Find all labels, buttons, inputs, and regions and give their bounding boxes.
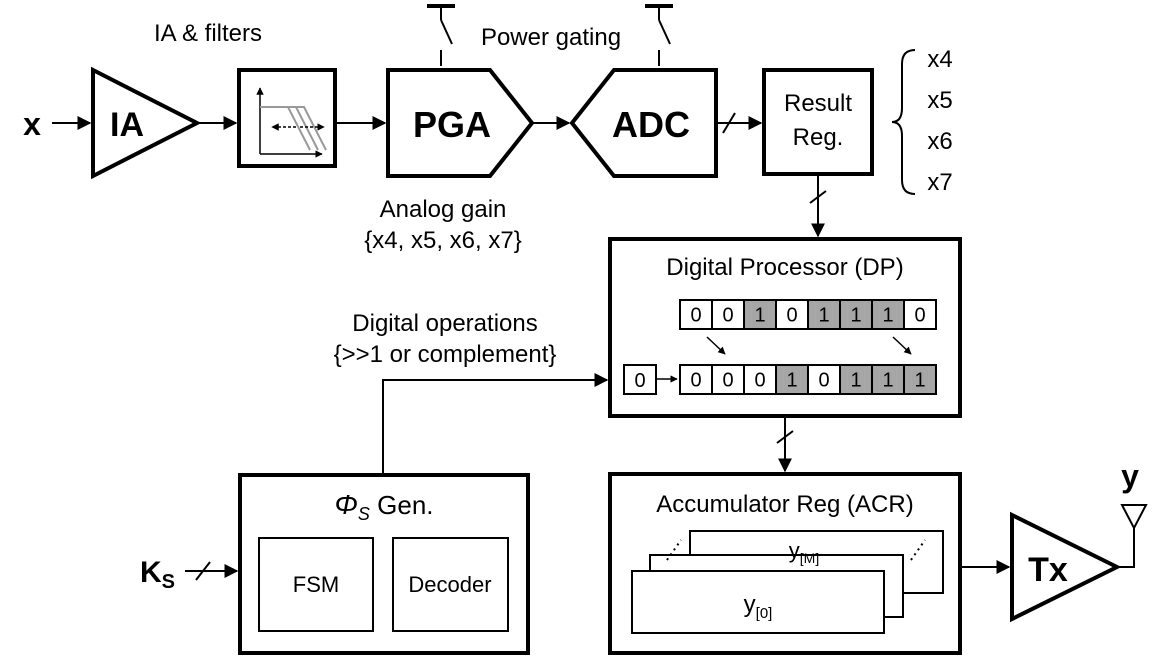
gain-option-list: x4 x5 x6 x7: [927, 46, 952, 196]
bit-value: 1: [882, 370, 893, 392]
bit-value: 1: [882, 305, 893, 327]
adc-bus-slash-icon: [722, 112, 736, 134]
acr-y0-label: y[0]: [744, 591, 773, 622]
bit-value: 0: [914, 305, 925, 327]
shift-in-bit: 0: [634, 370, 645, 392]
decoder-block: [392, 537, 509, 632]
gain-option: x7: [927, 169, 952, 196]
pga-power-switch-icon: [427, 4, 455, 66]
pga-label: PGA: [413, 104, 491, 145]
bit-value: 1: [850, 305, 861, 327]
input-x-label: x: [23, 106, 41, 142]
shift-arrow-left: [706, 336, 726, 355]
tx-label: Tx: [1028, 551, 1068, 589]
bit-value: 0: [754, 370, 765, 392]
filter-response-icon: [256, 87, 327, 158]
acr-register-front: [631, 570, 885, 634]
output-y-label: y: [1121, 458, 1139, 494]
bit-value: 0: [786, 305, 797, 327]
adc-block: ADC: [569, 68, 718, 178]
ia-label: IA: [110, 106, 144, 144]
bit-value: 1: [754, 305, 765, 327]
bit-value: 1: [850, 370, 861, 392]
bit-value: 1: [914, 370, 925, 392]
reg-bus-slash-icon: [809, 190, 827, 204]
gain-option: x4: [927, 46, 952, 73]
ops-set-label: {>>1 or complement}: [334, 341, 557, 368]
acr-title: Accumulator Reg (ACR): [656, 491, 913, 518]
bit-cell: [775, 364, 809, 395]
bit-cell: [807, 364, 841, 395]
result-reg-line1: Result: [784, 90, 852, 117]
pga-block: PGA: [386, 68, 535, 178]
gain-set-label: {x4, x5, x6, x7}: [364, 227, 521, 254]
gain-brace-icon: [891, 49, 916, 195]
power-gating-label: Power gating: [481, 24, 621, 51]
bit-cell: [903, 299, 937, 330]
gain-option: x5: [927, 87, 952, 114]
dp-shift-in-cell: 0: [623, 364, 657, 395]
bit-cell: [871, 364, 905, 395]
bit-cell: [903, 364, 937, 395]
bit-value: 0: [818, 370, 829, 392]
decoder-label: Decoder: [408, 572, 491, 597]
fsm-block: [258, 537, 374, 632]
filter-block: [237, 68, 337, 168]
ks-input-label: KS: [140, 556, 175, 593]
bit-value: 0: [722, 370, 733, 392]
ia-amplifier: IA: [91, 66, 202, 180]
acr-ellipsis-right-icon: [910, 539, 926, 561]
result-reg-line2: Reg.: [793, 124, 844, 151]
shift-arrow-right: [892, 336, 912, 355]
adc-label: ADC: [612, 104, 690, 145]
adc-power-switch-icon: [645, 4, 673, 66]
bit-value: 0: [690, 370, 701, 392]
bit-value: 0: [690, 305, 701, 327]
bit-value: 1: [786, 370, 797, 392]
ks-bus-slash-icon: [195, 561, 211, 581]
phi-gen-title: ΦS Gen.: [334, 489, 433, 524]
phi-to-dp-wire: [382, 373, 609, 475]
result-reg-block: Result Reg.: [762, 68, 874, 176]
analog-gain-label: Analog gain: [380, 196, 507, 223]
bit-value: 0: [722, 305, 733, 327]
antenna-icon: [1117, 504, 1148, 568]
bit-cell: [775, 299, 809, 330]
phi-gen-block: ΦS Gen. FSM Decoder: [238, 473, 530, 655]
digital-ops-label: Digital operations: [352, 310, 537, 337]
dp-title: Digital Processor (DP): [666, 254, 903, 281]
tx-amplifier: Tx: [1010, 511, 1122, 623]
bit-cell: [839, 299, 873, 330]
bit-cell: [807, 299, 841, 330]
dp-bus-slash-icon: [776, 430, 794, 444]
bit-value: 1: [818, 305, 829, 327]
acr-ellipsis-left-icon: [666, 539, 682, 561]
ia-filters-label: IA & filters: [154, 20, 262, 47]
acr-block: Accumulator Reg (ACR) y[M] y[0]: [608, 472, 962, 655]
acr-ym-label: y[M]: [789, 538, 819, 566]
fsm-label: FSM: [293, 572, 339, 597]
gain-option: x6: [927, 128, 952, 155]
